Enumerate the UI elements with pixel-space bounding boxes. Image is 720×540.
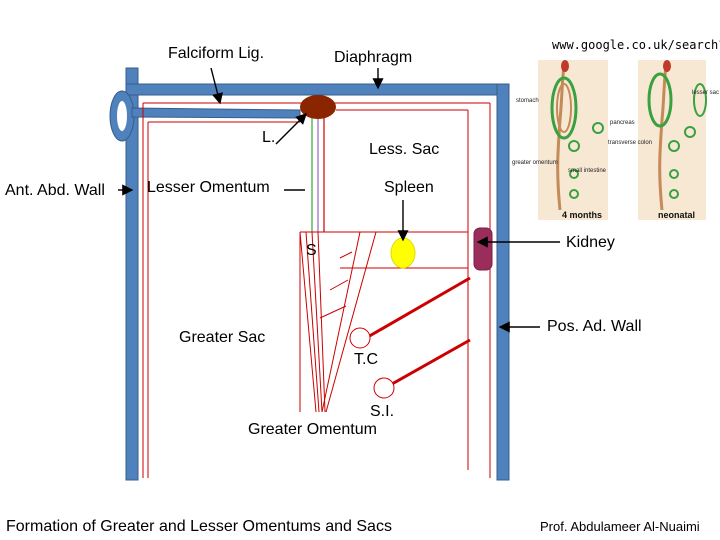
embryology-inset: stomach lesser sac pancreas transverse c… bbox=[510, 60, 720, 220]
source-url: www.google.co.uk/search? bbox=[552, 38, 720, 52]
inset-label-stomach: stomach bbox=[516, 98, 539, 104]
transverse-colon bbox=[349, 327, 371, 349]
author-credit: Prof. Abdulameer Al-Nuaimi bbox=[540, 519, 700, 534]
label-small-intestine: S.I. bbox=[370, 403, 395, 420]
spleen bbox=[390, 237, 416, 269]
mesentery bbox=[391, 338, 471, 386]
label-greater-sac: Greater Sac bbox=[179, 329, 266, 346]
inset-label-transverse-colon: transverse colon bbox=[608, 140, 653, 146]
label-pos-ad-wall: Pos. Ad. Wall bbox=[547, 318, 642, 335]
omentum-layer-ticks bbox=[319, 251, 353, 319]
small-intestine bbox=[373, 377, 395, 399]
inset-label-greater-omentum: greater omentum bbox=[512, 160, 558, 166]
inset-caption-4-months: 4 months bbox=[562, 210, 603, 220]
falciform-ligament bbox=[131, 107, 301, 119]
transverse-mesocolon bbox=[365, 276, 471, 340]
label-transverse-colon: T.C bbox=[354, 351, 378, 368]
label-lesser-omentum: Lesser Omentum bbox=[147, 179, 270, 196]
liver bbox=[300, 95, 336, 119]
umbilicus-hole bbox=[117, 101, 127, 131]
label-stomach: S bbox=[306, 242, 317, 259]
label-greater-omentum: Greater Omentum bbox=[248, 421, 377, 438]
label-ant-abd-wall: Ant. Abd. Wall bbox=[5, 182, 105, 199]
arrow-falciform bbox=[210, 67, 223, 105]
inset-caption-neonatal: neonatal bbox=[658, 210, 696, 220]
greater-omentum-lines bbox=[299, 231, 377, 413]
label-kidney: Kidney bbox=[566, 234, 615, 251]
label-diaphragm: Diaphragm bbox=[334, 49, 413, 66]
label-falciform: Falciform Lig. bbox=[168, 45, 265, 62]
inset-label-small-intestine: small intestine bbox=[568, 168, 607, 174]
annotation-arrows bbox=[118, 67, 560, 333]
inset-label-pancreas: pancreas bbox=[610, 120, 635, 126]
figure-caption: Formation of Greater and Lesser Omentums… bbox=[6, 518, 392, 535]
inset-drawing bbox=[538, 60, 707, 220]
label-spleen: Spleen bbox=[384, 179, 434, 196]
inset-label-lesser-sac: lesser sac bbox=[692, 90, 720, 96]
label-liver: L. bbox=[262, 129, 276, 146]
label-less-sac: Less. Sac bbox=[369, 141, 440, 158]
peritoneal-lines bbox=[142, 102, 491, 478]
anterior-abdominal-wall bbox=[125, 67, 139, 481]
arrow-liver bbox=[275, 113, 307, 145]
posterior-abdominal-wall bbox=[496, 83, 510, 481]
kidney bbox=[473, 227, 493, 271]
diaphragm-wall bbox=[125, 83, 501, 96]
